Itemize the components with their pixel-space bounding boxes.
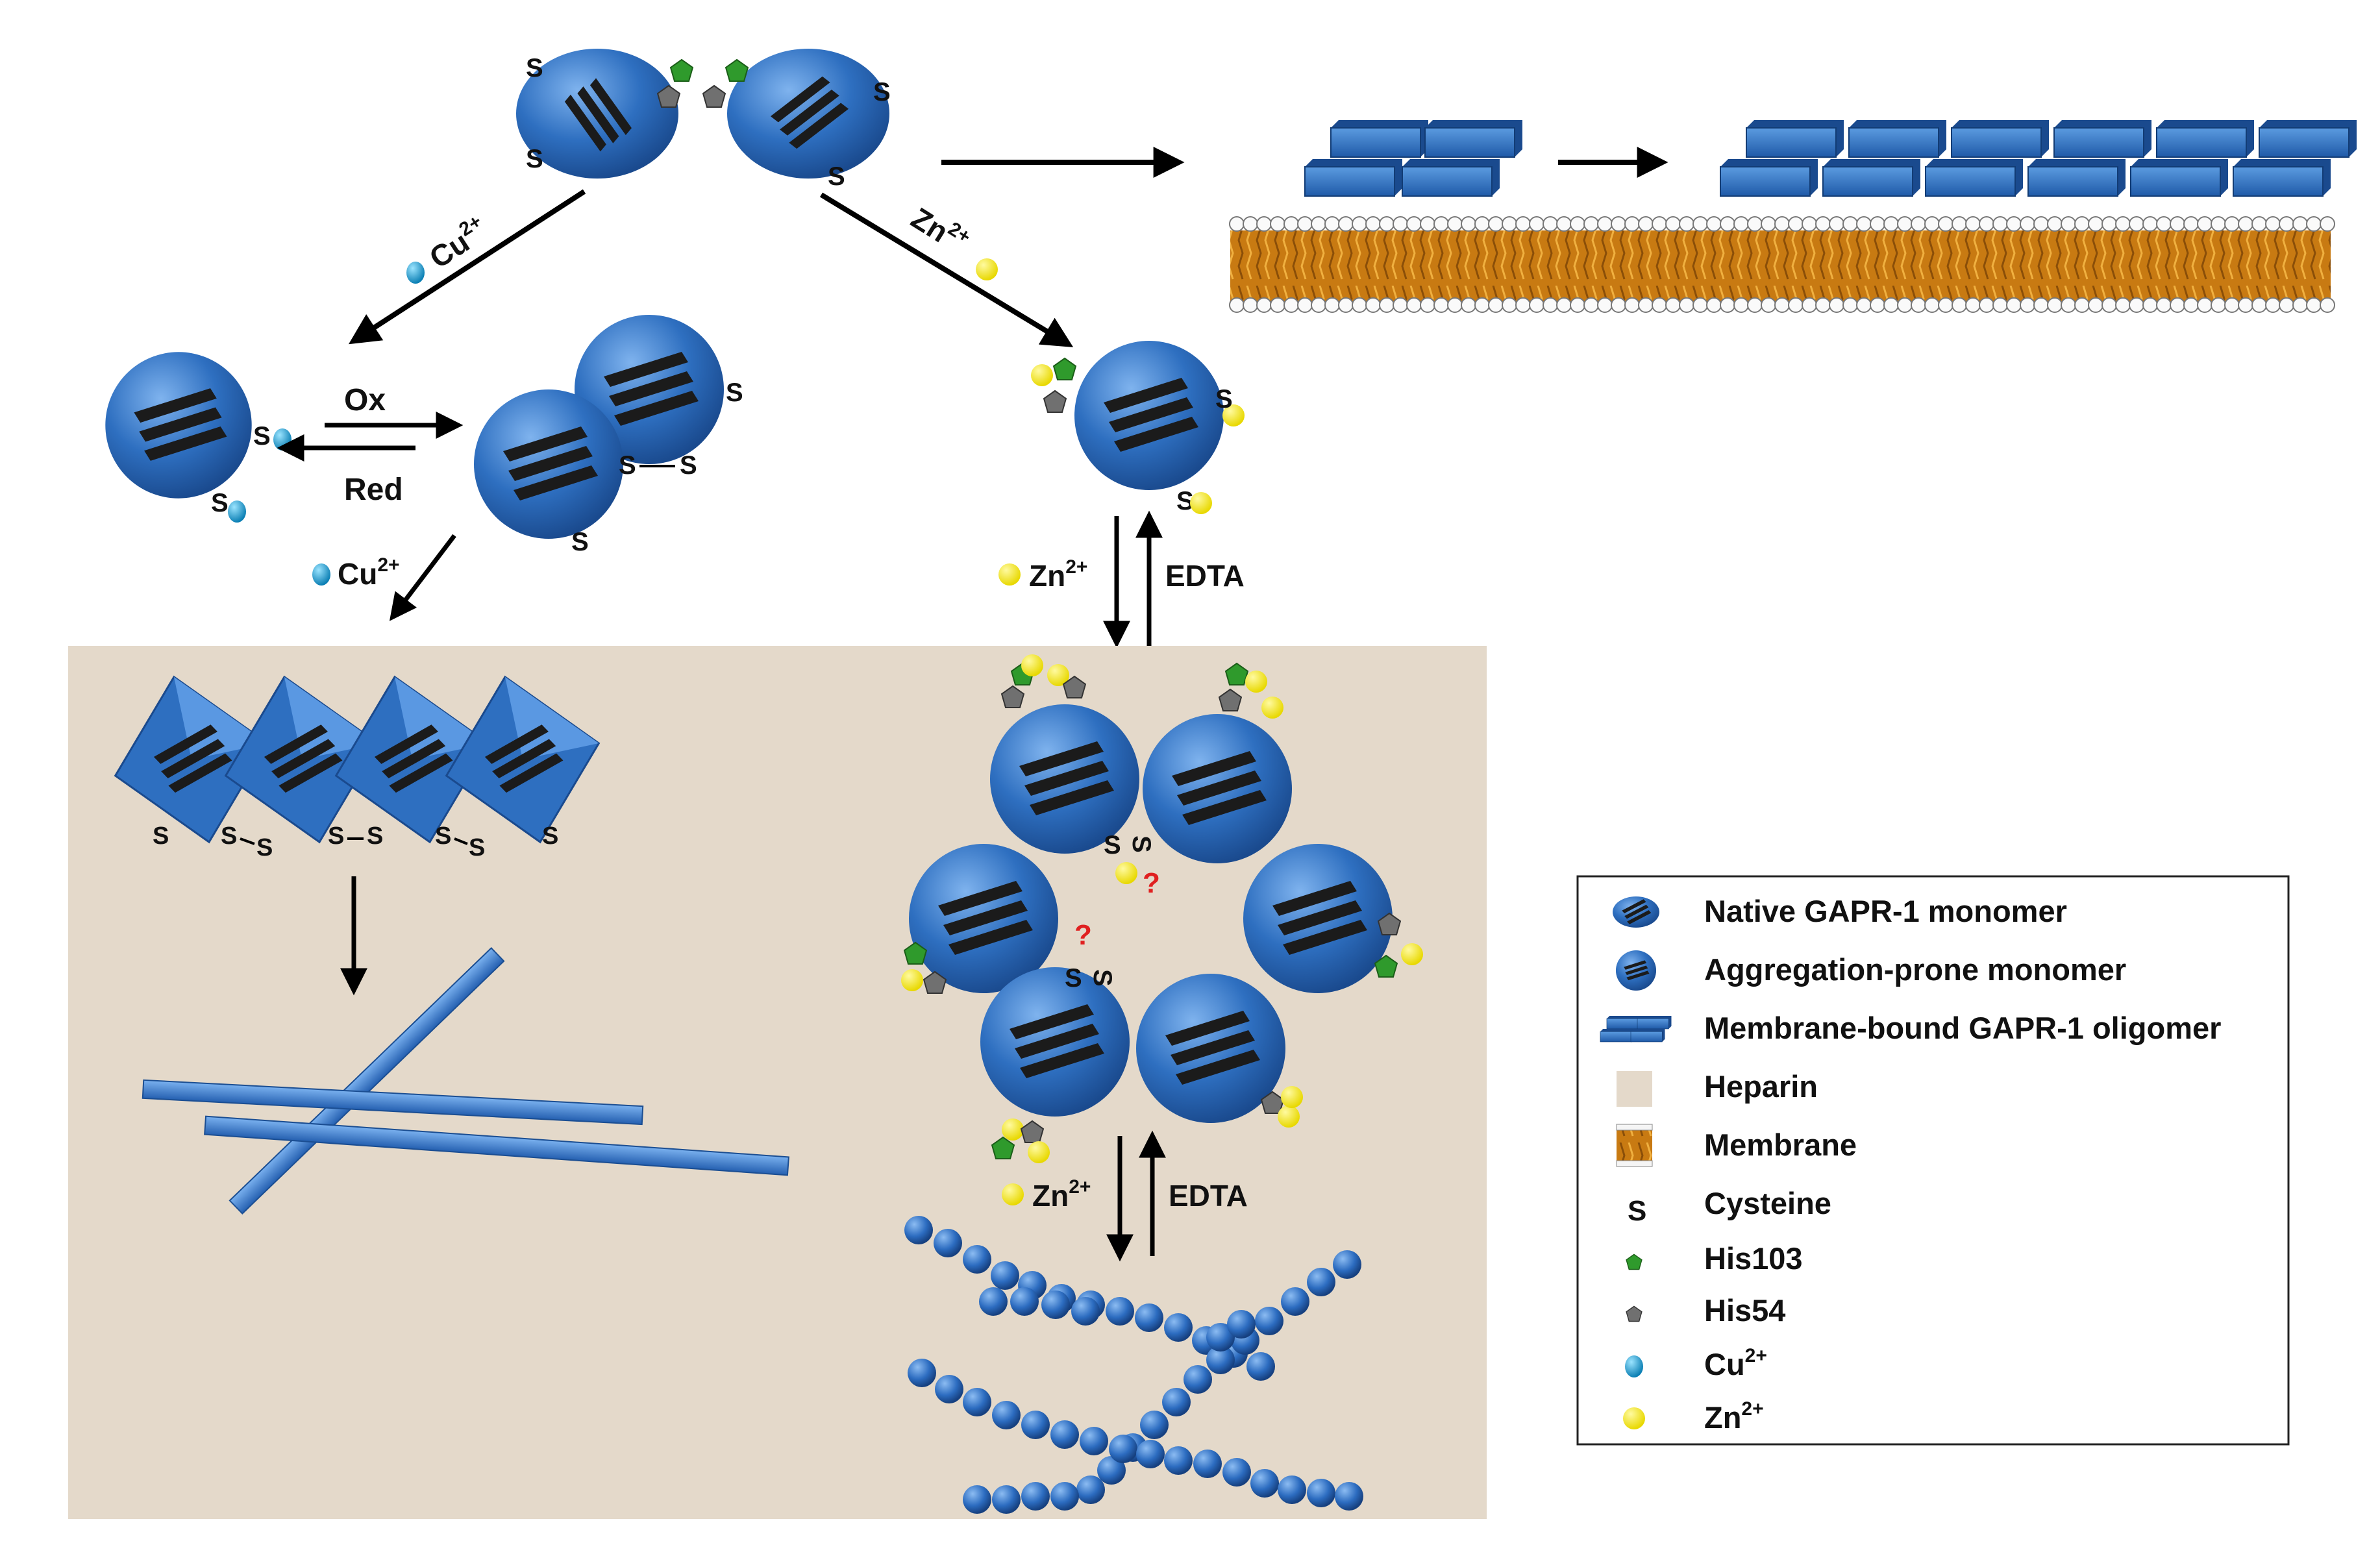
fibril-rods xyxy=(142,947,789,1215)
unknown-site-marker: ? xyxy=(1074,919,1092,951)
legend-label: Native GAPR-1 monomer xyxy=(1704,894,2067,928)
svg-text:S: S xyxy=(328,822,344,850)
svg-text:S: S xyxy=(1127,835,1156,853)
legend-label: His54 xyxy=(1704,1293,1785,1327)
svg-text:Zn2+: Zn2+ xyxy=(1032,1176,1091,1213)
cysteine-icon: S xyxy=(1628,1195,1646,1227)
legend-label: His103 xyxy=(1704,1241,1803,1276)
svg-text:S: S xyxy=(211,489,229,517)
svg-text:S: S xyxy=(1104,831,1121,859)
cysteine-label: S xyxy=(828,162,845,191)
svg-text:S: S xyxy=(680,451,697,480)
svg-text:S: S xyxy=(726,378,743,407)
membrane xyxy=(1229,216,2335,313)
cysteine-label: S xyxy=(873,78,891,106)
cu-fibril-arrow xyxy=(389,534,456,621)
legend-label: Membrane xyxy=(1704,1128,1857,1162)
cysteine-label: S xyxy=(526,145,543,173)
zn-label-top: Zn2+ xyxy=(906,201,998,280)
zn-edta-equilibrium-bottom: Zn2+ EDTA xyxy=(1002,1130,1248,1262)
cu-pathway-arrow xyxy=(348,189,586,345)
svg-text:S: S xyxy=(619,451,636,480)
ox-red-equilibrium: Ox Red xyxy=(277,383,464,507)
membrane-icon xyxy=(1616,1124,1653,1167)
svg-text:S: S xyxy=(571,528,589,556)
svg-text:S: S xyxy=(153,822,169,850)
legend-label: Heparin xyxy=(1704,1069,1818,1104)
unknown-site-marker: ? xyxy=(1143,867,1160,899)
legend-label: Zn2+ xyxy=(1704,1398,1764,1435)
zn-oligomer-ring: S S ? ? S S xyxy=(901,654,1423,1163)
svg-text:S: S xyxy=(1065,964,1082,993)
svg-text:Cu2+: Cu2+ xyxy=(422,210,494,275)
svg-text:EDTA: EDTA xyxy=(1169,1179,1248,1213)
legend: S Native GAPR-1 monomer Aggregation-pron… xyxy=(1576,875,2290,1446)
legend-label: Aggregation-prone monomer xyxy=(1704,952,2126,987)
cu-aggregate-stack: S S S S S S S S xyxy=(114,675,601,861)
legend-label: Cysteine xyxy=(1704,1186,1831,1220)
membrane-bound-oligomer xyxy=(1229,119,2357,313)
zn-edta-equilibrium-top: Zn2+ EDTA xyxy=(998,510,1245,649)
zn-pathway-arrow xyxy=(819,192,1074,347)
cu-icon xyxy=(1625,1355,1643,1377)
svg-text:Zn2+: Zn2+ xyxy=(1029,556,1087,593)
legend-label: Membrane-bound GAPR-1 oligomer xyxy=(1704,1011,2221,1045)
svg-text:S: S xyxy=(1215,385,1233,414)
native-gapr1-dimer: S S S S xyxy=(516,49,891,191)
native-monomer-icon xyxy=(1613,896,1659,928)
svg-text:S: S xyxy=(469,834,485,861)
heparin-icon xyxy=(1617,1071,1652,1107)
svg-text:S: S xyxy=(435,822,451,850)
svg-text:S: S xyxy=(221,822,237,850)
svg-text:S: S xyxy=(256,834,273,861)
svg-text:S: S xyxy=(367,822,383,850)
aggregation-prone-monomer-icon xyxy=(1615,950,1657,991)
zn-bound-monomer: S S xyxy=(1031,341,1245,515)
zn-icon xyxy=(1623,1407,1645,1429)
svg-text:EDTA: EDTA xyxy=(1165,559,1245,593)
aggregation-prone-monomer: S S xyxy=(105,352,291,523)
disulfide-dimer: S S S S xyxy=(474,315,743,556)
cu-label-top: Cu2+ xyxy=(406,210,494,284)
svg-text:Ox: Ox xyxy=(344,383,386,417)
legend-label: Cu2+ xyxy=(1704,1345,1767,1381)
oligomer-icon xyxy=(1600,1015,1672,1043)
svg-text:S: S xyxy=(1088,969,1117,987)
svg-text:Red: Red xyxy=(344,473,403,507)
svg-text:S: S xyxy=(253,422,271,451)
svg-text:Cu2+: Cu2+ xyxy=(338,554,400,591)
cu-label-lower: Cu2+ xyxy=(312,554,400,591)
svg-text:S: S xyxy=(542,822,558,850)
cysteine-label: S xyxy=(526,54,543,82)
